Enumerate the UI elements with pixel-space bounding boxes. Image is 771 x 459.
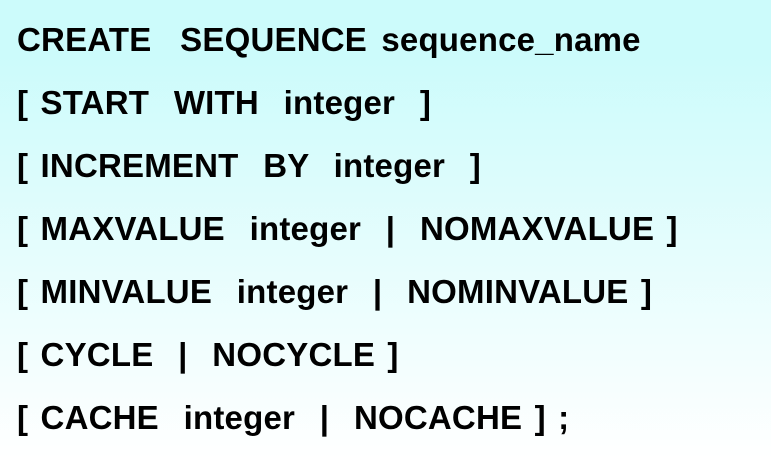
syntax-line-maxvalue: [ MAXVALUE integer | NOMAXVALUE ] [17,210,678,247]
create-sequence-syntax-block: CREATE SEQUENCE sequence_name [ START WI… [17,8,757,449]
syntax-line-minvalue: [ MINVALUE integer | NOMINVALUE ] [17,273,653,310]
syntax-line-cycle: [ CYCLE | NOCYCLE ] [17,336,399,373]
syntax-line-cache: [ CACHE integer | NOCACHE ] ; [17,399,570,436]
syntax-line-create-sequence: CREATE SEQUENCE sequence_name [17,21,641,58]
syntax-line-increment-by: [ INCREMENT BY integer ] [17,147,481,184]
syntax-line-start-with: [ START WITH integer ] [17,84,432,121]
